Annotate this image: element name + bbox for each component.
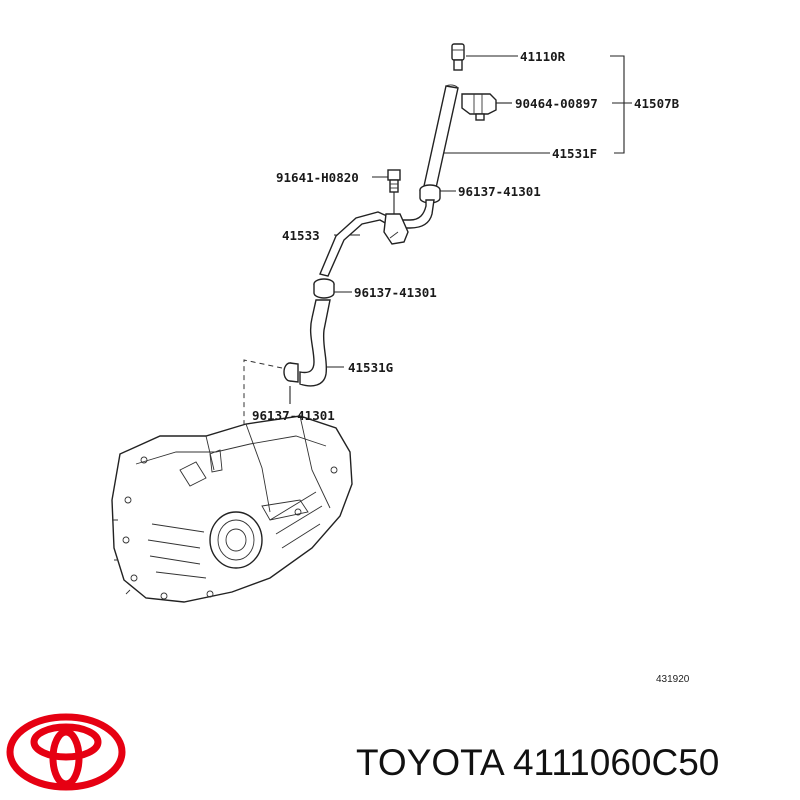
product-caption: TOYOTA 4111060C50 — [356, 742, 720, 783]
hose-clip — [461, 93, 497, 121]
transfer-case-housing — [111, 415, 353, 603]
bolt — [387, 169, 401, 193]
label-41531F: 41531F — [552, 146, 597, 161]
label-41507B: 41507B — [634, 96, 680, 111]
label-90464-00897: 90464-00897 — [515, 96, 598, 111]
label-41533: 41533 — [282, 228, 320, 243]
label-96137-41301-middle: 96137-41301 — [354, 285, 437, 300]
lower-hose — [299, 299, 331, 387]
label-96137-41301-lower: 96137-41301 — [252, 408, 335, 423]
figure-number: 431920 — [656, 674, 690, 685]
toyota-logo-icon — [6, 713, 126, 791]
metal-pipe — [319, 199, 435, 277]
lower-clamp — [283, 362, 299, 383]
middle-clamp — [313, 278, 335, 299]
label-91641-H0820: 91641-H0820 — [276, 170, 359, 185]
breather-plug — [451, 43, 465, 71]
upper-hose — [423, 84, 459, 189]
label-41531G: 41531G — [348, 360, 393, 375]
upper-clamp — [419, 184, 441, 204]
part-labels: 41110R 90464-00897 41507B 41531F 91641-H… — [252, 49, 690, 685]
label-41110R: 41110R — [520, 49, 566, 64]
label-96137-41301-upper: 96137-41301 — [458, 184, 541, 199]
